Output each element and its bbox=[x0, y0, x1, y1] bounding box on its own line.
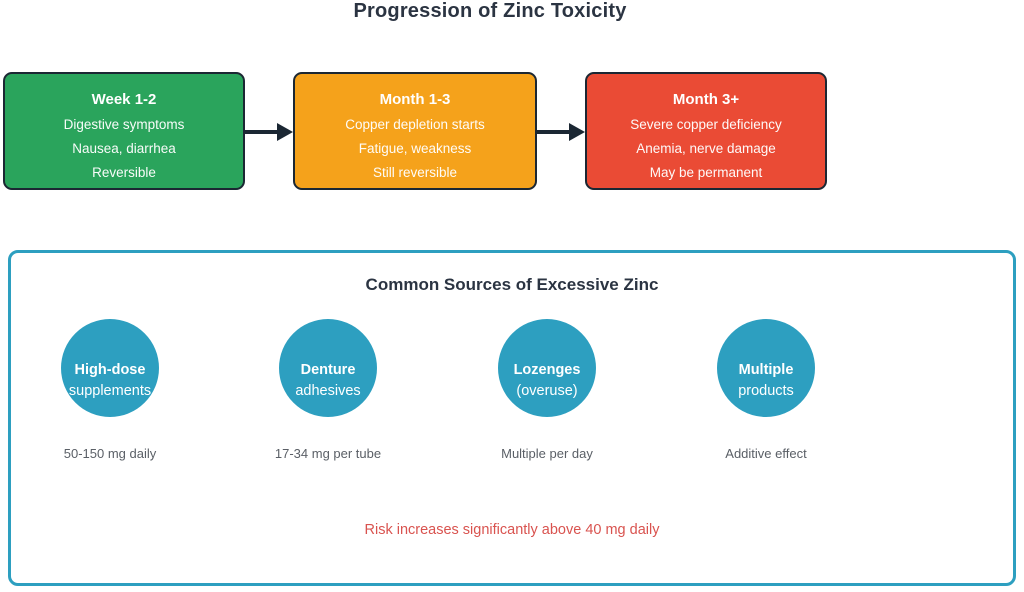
arrow-right-icon bbox=[245, 123, 293, 141]
circle-label-line2: (overuse) bbox=[516, 383, 578, 399]
source-caption: 50-150 mg daily bbox=[63, 446, 157, 461]
source-caption: Multiple per day bbox=[501, 446, 593, 461]
stage-title: Week 1-2 bbox=[91, 91, 157, 108]
common-sources-panel: Common Sources of Excessive Zinc High-do… bbox=[8, 250, 1016, 586]
stage-line: May be permanent bbox=[649, 165, 763, 180]
arrowhead-icon bbox=[277, 123, 293, 141]
circle-label: Denture adhesives bbox=[239, 362, 417, 399]
stage-title: Month 1-3 bbox=[379, 91, 451, 108]
source-circle-high-dose-supplements: High-dose supplements bbox=[61, 319, 159, 417]
circle-label-line1: Lozenges bbox=[513, 362, 581, 378]
stage-title: Month 3+ bbox=[672, 91, 740, 108]
stage-line: Reversible bbox=[92, 165, 156, 180]
source-circle-lozenges: Lozenges (overuse) bbox=[498, 319, 596, 417]
circle-label-line1: Multiple bbox=[738, 362, 794, 378]
circle-label-line1: High-dose bbox=[74, 362, 146, 378]
stage-line: Still reversible bbox=[372, 165, 458, 180]
circle-label: Multiple products bbox=[677, 362, 855, 399]
arrow-right-icon bbox=[537, 123, 585, 141]
risk-note: Risk increases significantly above 40 mg… bbox=[364, 522, 660, 538]
circle-label: Lozenges (overuse) bbox=[458, 362, 636, 399]
circle-label: High-dose supplements bbox=[21, 362, 199, 399]
source-caption: Additive effect bbox=[725, 446, 807, 461]
circle-label-line2: adhesives bbox=[295, 383, 361, 399]
stage-line: Anemia, nerve damage bbox=[636, 141, 776, 156]
stage-month-1-3: Month 1-3 Copper depletion starts Fatigu… bbox=[293, 72, 537, 190]
circle-label-line1: Denture bbox=[300, 362, 356, 378]
stage-line: Nausea, diarrhea bbox=[72, 141, 176, 156]
stage-month-3-plus: Month 3+ Severe copper deficiency Anemia… bbox=[585, 72, 827, 190]
arrowhead-icon bbox=[569, 123, 585, 141]
stage-line: Fatigue, weakness bbox=[358, 141, 472, 156]
stage-line: Digestive symptoms bbox=[63, 117, 185, 132]
circle-label-line2: supplements bbox=[68, 383, 152, 399]
stage-week-1-2: Week 1-2 Digestive symptoms Nausea, diar… bbox=[3, 72, 245, 190]
source-caption: 17-34 mg per tube bbox=[274, 446, 382, 461]
stage-line: Severe copper deficiency bbox=[630, 117, 782, 132]
sources-heading: Common Sources of Excessive Zinc bbox=[365, 275, 659, 294]
stage-line: Copper depletion starts bbox=[345, 117, 485, 132]
page-title: Progression of Zinc Toxicity bbox=[353, 0, 627, 22]
source-circle-denture-adhesives: Denture adhesives bbox=[279, 319, 377, 417]
source-circle-multiple-products: Multiple products bbox=[717, 319, 815, 417]
circle-label-line2: products bbox=[738, 383, 794, 399]
